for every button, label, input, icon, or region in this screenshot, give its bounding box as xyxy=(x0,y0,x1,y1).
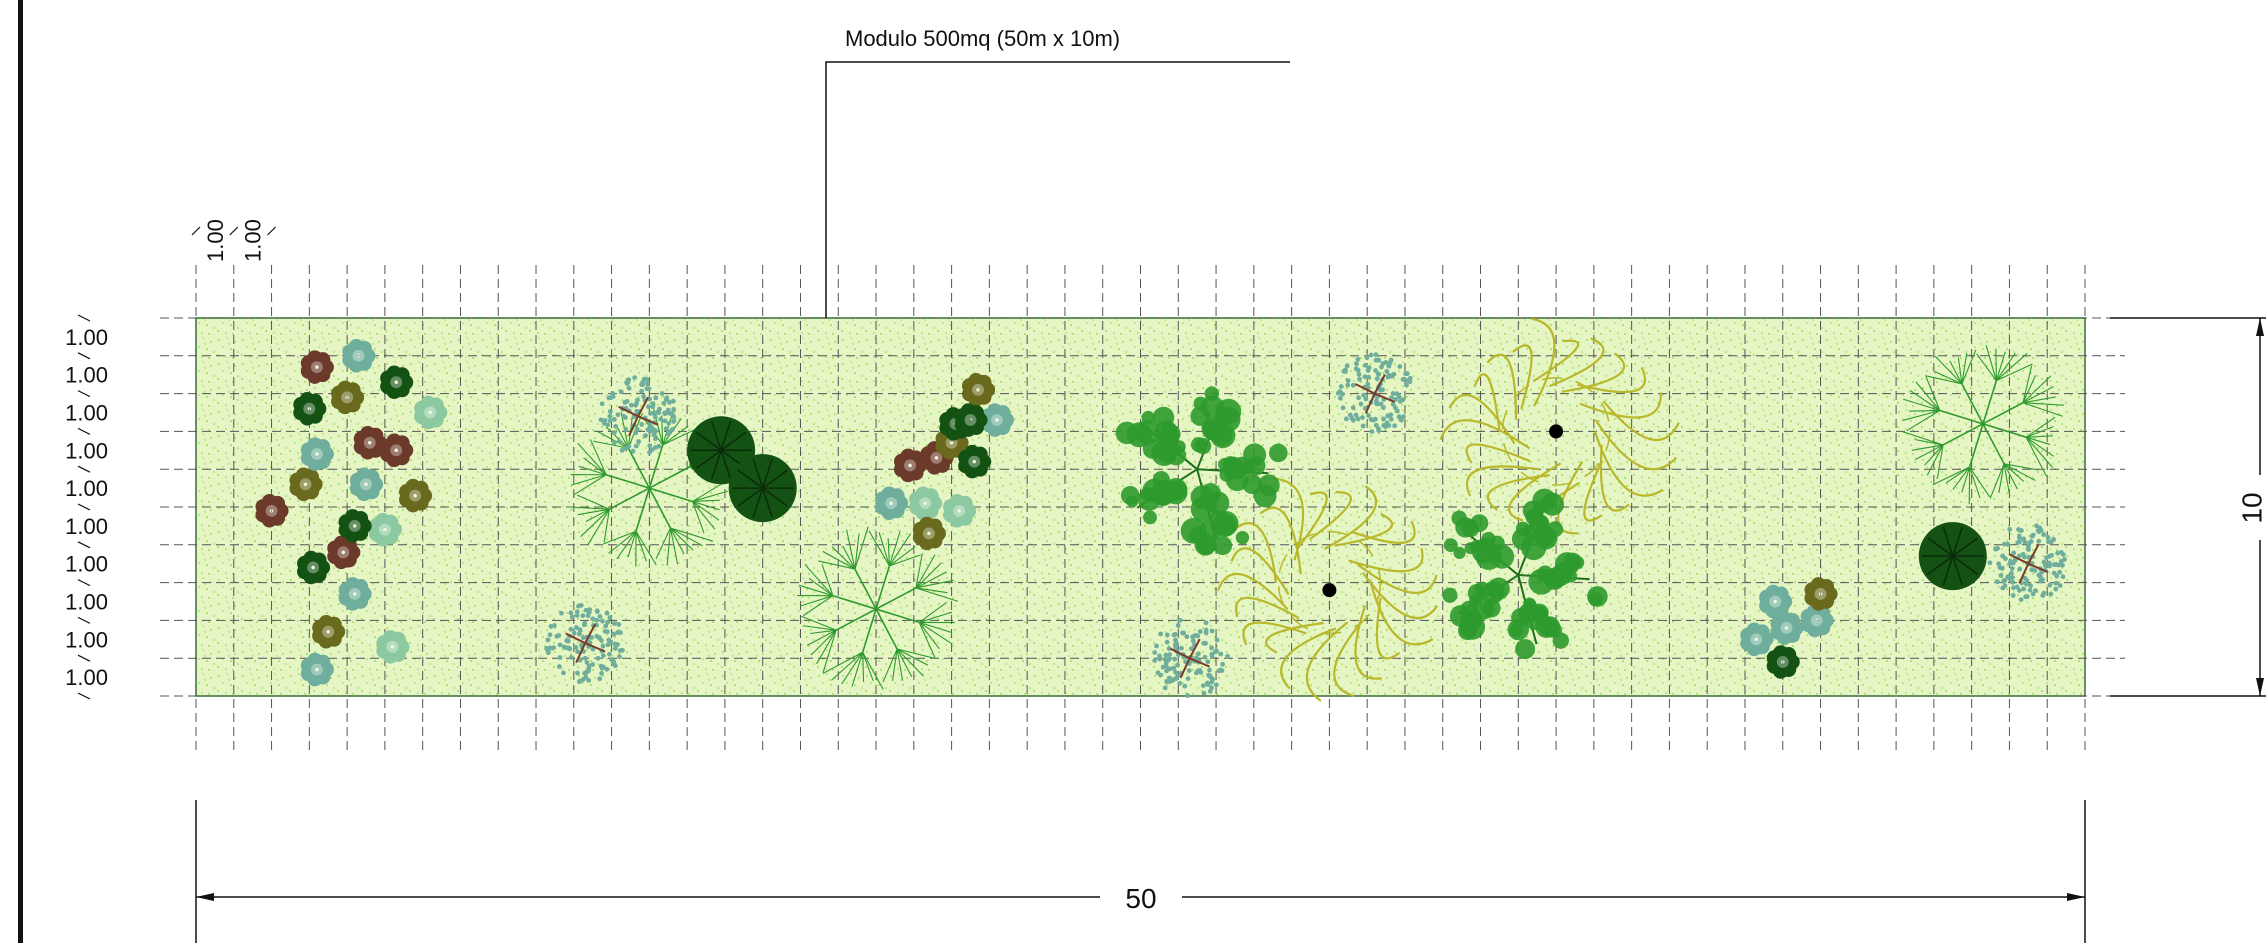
length-dimension-label: 50 xyxy=(1125,883,1156,914)
rosette-shrub-symbol xyxy=(289,467,323,502)
tree-center-marker xyxy=(1549,424,1564,439)
title-leader-line xyxy=(825,61,1290,318)
rosette-shrub-symbol xyxy=(338,577,372,611)
rosette-shrub-symbol xyxy=(954,403,988,437)
rosette-shrub-symbol xyxy=(912,516,946,551)
width-dimension xyxy=(2110,317,2266,697)
rosette-shrub-symbol xyxy=(943,494,977,528)
rosette-shrub-symbol xyxy=(1766,645,1800,679)
radial-tree-symbol xyxy=(1902,345,2065,505)
rosette-shrub-symbol xyxy=(909,486,943,520)
rosette-shrub-symbol xyxy=(368,512,402,547)
row-dimension-tick xyxy=(77,465,91,473)
dark-shrub-symbol xyxy=(1918,522,1987,591)
speckle-tree-symbol xyxy=(1335,352,1413,434)
rosette-shrub-symbol xyxy=(255,494,289,528)
row-dimension-tick xyxy=(77,616,91,624)
rosette-shrub-symbol xyxy=(353,425,387,460)
row-dimension-label: 1.00 xyxy=(65,438,108,463)
rosette-shrub-symbol xyxy=(414,395,448,430)
rosette-shrub-symbol xyxy=(1759,584,1793,619)
row-dimension-label: 1.00 xyxy=(65,627,108,652)
row-dimension-label: 1.00 xyxy=(65,665,108,690)
rosette-shrub-symbol xyxy=(312,614,346,649)
row-dimension-labels: 1.00 1.00 1.00 1.00 1.00 1.00 1.00 1.00 1.00 1.00 xyxy=(65,314,108,700)
row-dimension-label: 1.00 xyxy=(65,325,108,350)
rosette-shrub-symbol xyxy=(376,630,410,664)
row-dimension-label: 1.00 xyxy=(65,552,108,577)
drawing-title: Modulo 500mq (50m x 10m) xyxy=(845,26,1120,51)
rosette-shrub-symbol xyxy=(1804,577,1838,611)
column-dimension-tick xyxy=(267,226,276,236)
curly-tree-symbol xyxy=(1439,317,1680,542)
row-dimension-label: 1.00 xyxy=(65,401,108,426)
column-dimension-tick xyxy=(191,226,201,236)
rosette-shrub-symbol xyxy=(1740,622,1774,657)
column-dimension-label: 1.00 xyxy=(241,219,266,262)
row-dimension-tick xyxy=(77,654,91,662)
width-dimension-label: 10 xyxy=(2237,492,2266,523)
row-dimension-label: 1.00 xyxy=(65,590,108,615)
speckle-tree-symbol xyxy=(1987,523,2067,603)
column-dimension-labels: 1.00 1.00 xyxy=(191,219,276,262)
rosette-shrub-symbol xyxy=(961,373,996,407)
rosette-shrub-symbol xyxy=(399,478,433,513)
rosette-shrub-symbol xyxy=(300,652,334,687)
speckle-tree-symbol xyxy=(1152,617,1230,698)
tree-center-marker xyxy=(1322,583,1337,598)
speckle-tree-symbol xyxy=(544,602,625,685)
marker-layer xyxy=(1322,424,1564,598)
row-dimension-tick xyxy=(77,314,91,322)
rosette-shrub-symbol xyxy=(1770,611,1804,645)
dark-shrub-symbol xyxy=(728,454,797,523)
rosette-shrub-symbol xyxy=(893,448,928,483)
row-dimension-tick xyxy=(77,579,91,587)
leafy-tree-symbol xyxy=(1442,488,1608,659)
row-dimension-tick xyxy=(77,427,91,435)
row-dimension-tick xyxy=(77,352,91,360)
rosette-shrub-symbol xyxy=(980,403,1014,437)
column-dimension-label: 1.00 xyxy=(203,219,228,262)
speckle-tree-symbol xyxy=(598,375,677,455)
row-dimension-tick xyxy=(77,390,91,398)
rosette-shrub-symbol xyxy=(297,550,331,585)
row-dimension-tick xyxy=(77,541,91,549)
row-dimension-label: 1.00 xyxy=(65,514,108,539)
sheet-frame-left xyxy=(18,0,23,943)
curly-tree-symbol xyxy=(1217,477,1438,702)
rosette-shrub-symbol xyxy=(293,391,327,426)
rosette-shrub-symbol xyxy=(331,380,365,415)
rosette-shrub-symbol xyxy=(300,437,334,471)
rosette-shrub-symbol xyxy=(875,486,909,520)
rosette-shrub-symbol xyxy=(380,365,414,400)
row-dimension-label: 1.00 xyxy=(65,476,108,501)
row-dimension-label: 1.00 xyxy=(65,363,108,388)
leafy-tree-symbol xyxy=(1115,386,1288,556)
length-dimension xyxy=(195,800,2086,943)
row-dimension-tick xyxy=(77,692,91,700)
rosette-shrub-symbol xyxy=(300,350,334,384)
column-dimension-tick xyxy=(229,226,239,236)
rosette-shrub-symbol xyxy=(349,467,384,502)
rosette-shrub-symbol xyxy=(338,509,372,543)
rosette-shrub-symbol xyxy=(342,339,376,373)
rosette-shrub-symbol xyxy=(958,444,992,479)
row-dimension-tick xyxy=(77,503,91,511)
radial-tree-symbol xyxy=(797,526,958,690)
rosette-shrub-symbol xyxy=(327,535,361,570)
rosette-shrub-symbol xyxy=(380,433,414,468)
plant-layer xyxy=(255,317,2067,702)
